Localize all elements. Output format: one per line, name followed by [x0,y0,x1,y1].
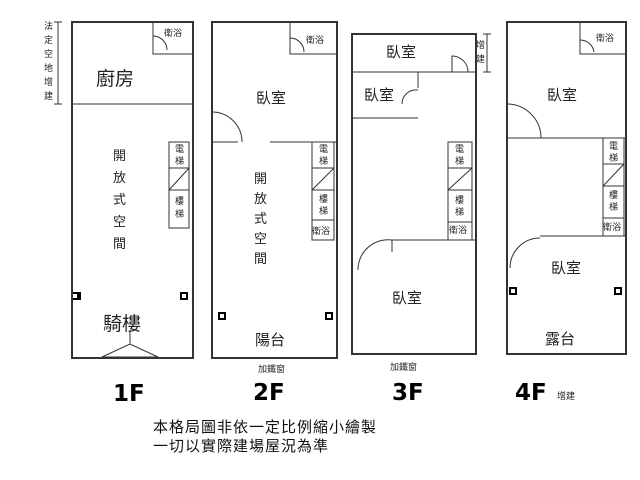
svg-text:開: 開 [254,172,267,187]
svg-text:開: 開 [113,149,126,164]
svg-text:地: 地 [44,62,53,74]
svg-text:放: 放 [113,171,126,186]
balcony-label: 陽台 [255,331,285,349]
svg-text:法: 法 [44,20,53,32]
svg-text:衛浴: 衛浴 [312,225,330,237]
terrace-label: 露台 [545,330,575,348]
open-space-1f-label: 開 放 式 空 間 [113,149,126,252]
floor-1f-outline [71,21,194,359]
floor-3f-outline [351,33,477,355]
bathroom-2f [311,219,335,241]
floor-label-2f: 2F [253,380,285,406]
svg-text:衛浴: 衛浴 [596,32,614,44]
svg-text:衛浴: 衛浴 [603,221,621,233]
svg-text:梯: 梯 [609,152,618,164]
svg-text:樓: 樓 [455,194,464,206]
svg-text:建: 建 [44,90,53,102]
svg-text:放: 放 [254,192,267,207]
bedroom-4f-top-label: 臥室 [547,86,577,104]
svg-text:梯: 梯 [455,206,464,218]
floor-4f-outline [506,21,627,355]
svg-text:電: 電 [319,144,328,155]
svg-text:衛浴: 衛浴 [449,224,467,236]
disclaimer-line-2: 一切以實際建場屋況為準 [153,437,329,455]
floor-label-1f: 1F [113,381,145,407]
svg-text:樓: 樓 [319,193,328,205]
bedroom-2f-label: 臥室 [256,89,286,107]
bathroom-4f-top [579,21,627,55]
svg-text:增: 增 [44,76,53,88]
bedroom-3f-bottom-label: 臥室 [392,289,422,307]
window-2f-label: 加鐵窗 [258,363,285,375]
svg-text:梯: 梯 [319,205,328,217]
svg-text:梯: 梯 [609,201,618,213]
svg-text:空: 空 [44,48,53,60]
svg-text:梯: 梯 [175,155,184,167]
svg-text:式: 式 [254,212,267,227]
floor-2f-plan: 衛浴 臥室 電 梯 樓 梯 衛浴 開 放 式 空 間 陽台 加鐵窗 [211,21,338,375]
floor-2f-outline [211,21,338,359]
arcade-label: 騎樓 [103,313,141,335]
floor-3f-plan: 增 建 臥室 臥室 電 梯 樓 梯 衛浴 臥室 加鐵窗 [351,33,491,373]
bedroom-3f-mid-label: 臥室 [364,86,394,104]
entrance-arrow-icon [101,343,159,358]
svg-text:式: 式 [113,193,126,208]
disclaimer-line-1: 本格局圖非依一定比例縮小繪製 [153,418,377,436]
window-3f-label: 加鐵窗 [390,361,417,373]
floor-1f-plan: 法 定 空 地 增 建 衛浴 廚房 電 梯 樓 梯 開 放 式 空 間 [44,20,194,359]
floor-label-4f: 4F [515,380,547,406]
svg-text:空: 空 [254,232,267,247]
bedroom-3f-top-label: 臥室 [386,43,416,61]
svg-text:樓: 樓 [609,189,618,201]
svg-text:梯: 梯 [175,208,184,220]
svg-text:電: 電 [175,144,184,155]
svg-text:梯: 梯 [455,155,464,167]
svg-text:建: 建 [476,53,485,65]
bedroom-4f-bottom-label: 臥室 [551,259,581,277]
stairs-1f [168,189,190,229]
open-space-2f-label: 開 放 式 空 間 [254,172,267,267]
svg-text:間: 間 [254,252,267,267]
svg-text:衛浴: 衛浴 [306,34,324,46]
svg-text:定: 定 [44,34,53,46]
kitchen-label: 廚房 [96,67,134,90]
svg-text:增: 增 [476,39,485,51]
svg-text:梯: 梯 [319,155,328,167]
bathroom-1f-label: 衛浴 [164,27,182,39]
svg-text:電: 電 [609,141,618,152]
svg-text:樓: 樓 [175,195,184,207]
svg-text:電: 電 [455,144,464,155]
floor-4f-addition-label: 增建 [557,390,575,402]
svg-text:空: 空 [113,215,126,230]
floor-4f-plan: 衛浴 臥室 電 梯 樓 梯 衛浴 臥室 露台 [506,21,627,355]
floor-label-3f: 3F [392,380,424,406]
svg-text:間: 間 [113,237,126,252]
legal-addition-label: 法 定 空 地 增 建 [44,20,53,102]
